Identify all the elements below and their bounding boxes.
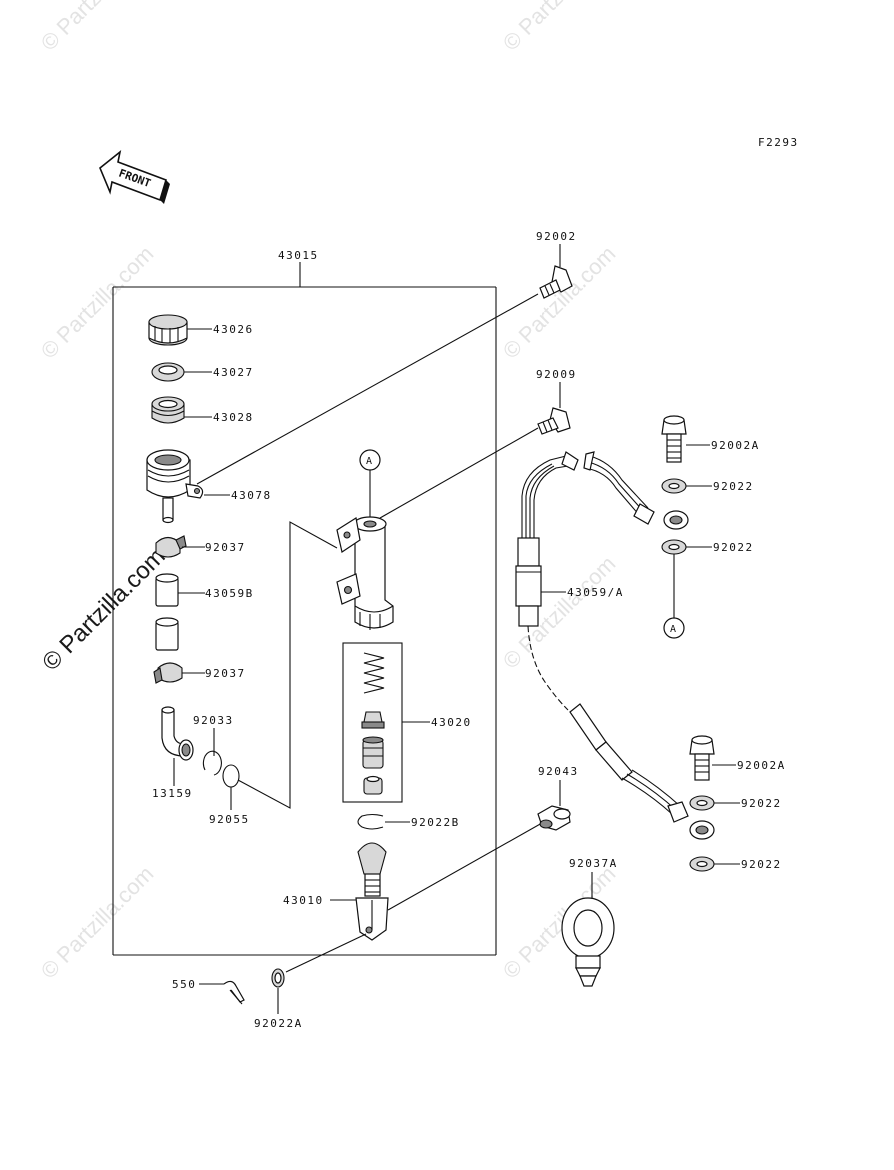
part-label-92002: 92002 <box>536 230 577 243</box>
o-ring-icon <box>222 764 240 788</box>
diaphragm-icon <box>151 396 185 424</box>
part-label-92022-4: 92022 <box>741 858 782 871</box>
part-label-92037-top: 92037 <box>205 541 246 554</box>
part-label-92009: 92009 <box>536 368 577 381</box>
part-label-92037-bottom: 92037 <box>205 667 246 680</box>
watermark: © Partzilla.com <box>498 0 621 56</box>
part-label-92002A-top: 92002A <box>711 439 760 452</box>
washer-icon <box>689 856 715 872</box>
reservoir-hose-icon <box>155 573 179 651</box>
part-label-43026: 43026 <box>213 323 254 336</box>
push-rod-icon <box>355 842 389 941</box>
callout-a-top: A <box>366 456 372 467</box>
reservoir-plate-icon <box>151 362 185 382</box>
reservoir-tank-icon <box>146 449 204 524</box>
hose-clamp-icon <box>155 535 187 558</box>
part-label-13159: 13159 <box>152 787 193 800</box>
washer-icon <box>661 478 687 494</box>
master-cylinder-body-icon <box>336 516 394 630</box>
secondary-cup-icon <box>363 775 383 795</box>
assembly-bracket <box>112 262 497 956</box>
circlip-icon <box>357 813 384 830</box>
front-arrow-icon: FRONT <box>99 150 170 204</box>
figure-code: F2293 <box>758 136 799 149</box>
elbow-fitting-icon <box>161 706 194 761</box>
hex-bolt-icon <box>539 265 573 299</box>
part-label-43015: 43015 <box>278 249 319 262</box>
part-label-43020: 43020 <box>431 716 472 729</box>
part-label-92033: 92033 <box>193 714 234 727</box>
part-label-92022A-bottom: 92022A <box>254 1017 303 1030</box>
part-label-550: 550 <box>172 978 196 991</box>
watermark-dark: © Partzilla.com <box>37 543 170 676</box>
cotter-pin-icon <box>223 980 245 1005</box>
washer-icon <box>689 795 715 811</box>
part-label-92055: 92055 <box>209 813 250 826</box>
part-label-43059A: 43059/A <box>567 586 624 599</box>
reservoir-cap-icon <box>148 314 188 346</box>
banjo-bolt-icon <box>661 415 687 463</box>
brake-hose-upper-icon <box>515 451 689 627</box>
part-label-43059B: 43059B <box>205 587 254 600</box>
washer-icon <box>271 968 285 988</box>
watermark-layer: © Partzilla.com © Partzilla.com © Partzi… <box>36 0 621 984</box>
part-label-92022-2: 92022 <box>713 541 754 554</box>
part-label-92022-3: 92022 <box>741 797 782 810</box>
part-label-43078: 43078 <box>231 489 272 502</box>
watermark: © Partzilla.com <box>36 0 159 56</box>
part-label-92022-1: 92022 <box>713 480 754 493</box>
part-label-43027: 43027 <box>213 366 254 379</box>
watermark: © Partzilla.com <box>498 241 621 364</box>
part-label-92043: 92043 <box>538 765 579 778</box>
watermark: © Partzilla.com <box>36 241 159 364</box>
part-label-92002A-mid: 92002A <box>737 759 786 772</box>
clevis-pin-icon <box>537 805 571 831</box>
hose-guard-icon <box>561 897 615 987</box>
spring-icon <box>363 652 385 694</box>
part-label-92022B: 92022B <box>411 816 460 829</box>
snap-ring-icon <box>202 750 222 776</box>
hex-bolt-icon <box>537 407 571 435</box>
hose-clamp-icon <box>153 662 183 684</box>
watermark: © Partzilla.com <box>36 861 159 984</box>
callout-a-right: A <box>670 624 676 635</box>
part-label-92037A: 92037A <box>569 857 618 870</box>
banjo-bolt-icon <box>689 735 715 781</box>
washer-icon <box>661 539 687 555</box>
piston-icon <box>362 736 384 769</box>
part-label-43028: 43028 <box>213 411 254 424</box>
part-label-43010: 43010 <box>283 894 324 907</box>
brake-hose-lower-icon <box>569 703 715 840</box>
piston-cup-icon <box>361 711 385 729</box>
